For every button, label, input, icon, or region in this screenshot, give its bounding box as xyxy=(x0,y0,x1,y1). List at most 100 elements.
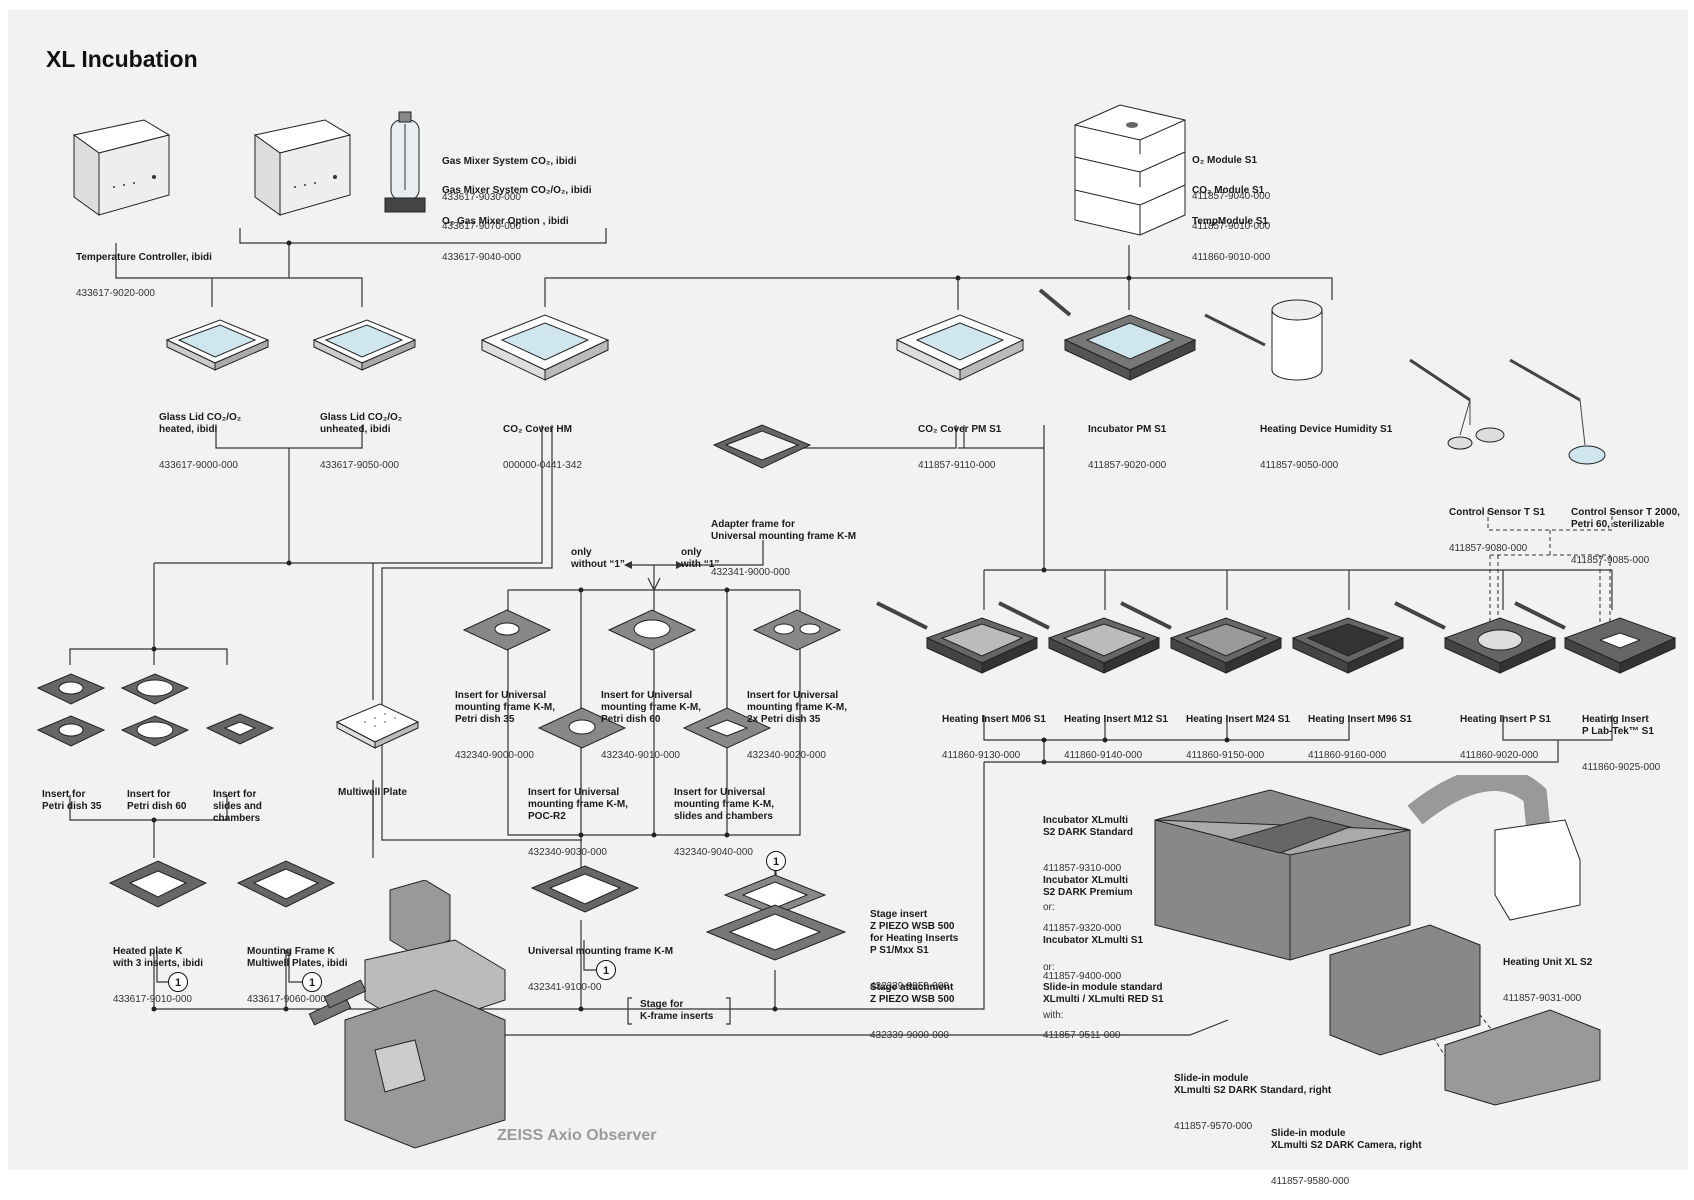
component-name: Insert for Petri dish 35 xyxy=(42,789,102,812)
part-number: 432340-9000-000 xyxy=(455,750,534,761)
part-number: 432340-9030-000 xyxy=(528,847,607,858)
page-title: XL Incubation xyxy=(46,46,198,72)
part-number: 411857-9031-000 xyxy=(1503,993,1582,1004)
part-number: 432339-9050-000 xyxy=(870,981,949,992)
insert-km-petri60-label: Insert for Universal mounting frame K-M,… xyxy=(601,666,701,774)
component-name: Slide-in module XLmulti S2 DARK Camera, … xyxy=(1271,1128,1422,1151)
part-number: 411860-9020-000 xyxy=(1460,750,1539,761)
multiwell-plate-illustration xyxy=(335,703,420,749)
temperature-controller-illustration xyxy=(72,119,171,216)
component-name: Multiwell Plate xyxy=(338,787,407,798)
component-name: Insert for Universal mounting frame K-M,… xyxy=(528,787,628,822)
slidein-standard-s1-label: Slide-in module standard XLmulti / XLmul… xyxy=(1043,958,1164,1054)
component-name: Insert for Universal mounting frame K-M,… xyxy=(601,690,701,725)
component-name: Stage attachment Z PIEZO WSB 500 xyxy=(870,982,955,1005)
part-number: 433617-9030-000 xyxy=(442,192,521,203)
part-number: 411857-9110-000 xyxy=(918,460,996,471)
only-with-label: only with “1” xyxy=(681,547,720,570)
adapter-frame-illustration xyxy=(712,424,812,469)
part-number: 432341-9100-00 xyxy=(528,982,602,993)
part-number: 411857-9040-000 xyxy=(1192,191,1271,202)
component-name: CO₂ Cover HM xyxy=(503,424,572,435)
heating-insert-plabtek-label: Heating Insert P Lab-Tek™ S1 411860-9025… xyxy=(1582,690,1660,786)
part-number: 433617-9000-000 xyxy=(159,460,238,471)
part-number: 411860-9130-000 xyxy=(942,750,1021,761)
temp-module-label: TempModule S1 411860-9010-000 xyxy=(1192,192,1270,276)
incubator-pm-label: Incubator PM S1 411857-9020-000 xyxy=(1088,400,1166,484)
part-number: 432341-9000-000 xyxy=(711,567,790,578)
component-name: Stage insert Z PIEZO WSB 500 for Heating… xyxy=(870,909,959,956)
gas-mixer-1-label: Gas Mixer System CO₂, ibidi 433617-9030-… xyxy=(442,132,577,216)
part-number: 411860-9160-000 xyxy=(1308,750,1387,761)
incubator-xlmulti-standard-label: Incubator XLmulti S2 DARK Standard 41185… xyxy=(1043,791,1133,926)
component-name: Incubator XLmulti S1 xyxy=(1043,935,1144,946)
stage-attachment-label: Stage attachment Z PIEZO WSB 500 432339-… xyxy=(870,958,954,1054)
component-name: Heating Insert P S1 xyxy=(1460,714,1551,725)
component-name: O₂ Gas Mixer Option , ibidi xyxy=(442,216,569,227)
component-name: Gas Mixer System CO₂/O₂, ibidi xyxy=(442,185,592,196)
separator-text: with: xyxy=(1043,1010,1064,1021)
heating-insert-m12-label: Heating Insert M12 S1 411860-9140-000 xyxy=(1064,690,1168,774)
module-stack-illustration xyxy=(1074,104,1186,236)
gas-mixer-illustration xyxy=(253,119,352,216)
heated-plate-k-illustration xyxy=(108,860,208,908)
microscope-illustration xyxy=(308,880,506,1149)
adapter-frame-label: Adapter frame for Universal mounting fra… xyxy=(711,495,856,591)
component-name: Heating Device Humidity S1 xyxy=(1260,424,1393,435)
component-name: Insert for Universal mounting frame K-M,… xyxy=(674,787,774,822)
heating-insert-plabtek-illustration xyxy=(1514,601,1677,674)
insert-km-petri35-illustration xyxy=(462,609,552,651)
mounting-frame-k-label: Mounting Frame K Multiwell Plates, ibidi… xyxy=(247,922,348,1018)
component-name: Heating Unit XL S2 xyxy=(1503,957,1593,968)
component-name: Incubator XLmulti S2 DARK Premium xyxy=(1043,875,1133,898)
insert-slides-k-label: Insert for slides and chambers xyxy=(213,765,262,837)
insert-km-2xpetri35-illustration xyxy=(752,609,842,651)
component-name: TempModule S1 xyxy=(1192,216,1268,227)
part-number: 433617-9040-000 xyxy=(442,252,521,263)
part-number: 411857-9010-000 xyxy=(1192,221,1271,232)
part-number: 433617-9050-000 xyxy=(320,460,399,471)
insert-petri60-k-label: Insert for Petri dish 60 xyxy=(127,765,186,825)
o2-module-label: O₂ Module S1 411857-9040-000 xyxy=(1192,131,1270,215)
control-sensor-t2000-illustration xyxy=(1509,358,1606,465)
stage-insert-label: Stage insert Z PIEZO WSB 500 for Heating… xyxy=(870,885,958,1005)
part-number: 411860-9025-000 xyxy=(1582,762,1661,773)
insert-km-2xpetri35-label: Insert for Universal mounting frame K-M,… xyxy=(747,666,847,774)
multiwell-plate-label: Multiwell Plate xyxy=(338,763,407,811)
gas-mixer-2-label: Gas Mixer System CO₂/O₂, ibidi 433617-90… xyxy=(442,161,592,245)
incubator-xlmulti-illustration xyxy=(1154,775,1601,1106)
note-badge: 1 xyxy=(596,960,616,980)
universal-frame-km-label: Universal mounting frame K-M 432341-9100… xyxy=(528,922,673,1006)
control-sensor-t-label: Control Sensor T S1 411857-9080-000 xyxy=(1449,483,1545,567)
part-number: 433617-9060-000 xyxy=(247,994,326,1005)
part-number: 411857-9511-000 xyxy=(1043,1030,1121,1041)
part-number: 433617-9010-000 xyxy=(113,994,192,1005)
component-name: Heating Insert M24 S1 xyxy=(1186,714,1290,725)
insert-km-slides-illustration xyxy=(682,707,772,749)
component-name: Insert for slides and chambers xyxy=(213,789,262,824)
temperature-controller-label: Temperature Controller, ibidi 433617-902… xyxy=(76,228,212,312)
co2-cover-pm-label: CO₂ Cover PM S1 411857-9110-000 xyxy=(918,400,1001,484)
component-name: Insert for Petri dish 60 xyxy=(127,789,187,812)
glass-lid-heated-illustration xyxy=(165,319,270,371)
component-name: Adapter frame for Universal mounting fra… xyxy=(711,519,857,542)
glass-lid-unheated-label: Glass Lid CO₂/O₂ unheated, ibidi 433617-… xyxy=(320,388,402,484)
heating-insert-m06-illustration xyxy=(876,601,1039,674)
part-number: 411857-9020-000 xyxy=(1088,460,1167,471)
insert-km-slides-label: Insert for Universal mounting frame K-M,… xyxy=(674,763,774,871)
heating-insert-m06-label: Heating Insert M06 S1 411860-9130-000 xyxy=(942,690,1046,774)
insert-km-pocr2-illustration xyxy=(537,707,627,749)
heating-humidity-label: Heating Device Humidity S1 411857-9050-0… xyxy=(1260,400,1392,484)
slidein-standard-right-label: Slide-in module XLmulti S2 DARK Standard… xyxy=(1174,1049,1331,1145)
part-number: 432340-9020-000 xyxy=(747,750,826,761)
stage-for-k-frame-label: Stage for K-frame inserts xyxy=(640,999,714,1022)
control-sensor-t2000-label: Control Sensor T 2000, Petri 60, sterili… xyxy=(1571,483,1680,579)
insert-petri35-k-illustration xyxy=(36,673,106,747)
component-name: Gas Mixer System CO₂, ibidi xyxy=(442,156,577,167)
glass-lid-unheated-illustration xyxy=(312,319,417,371)
insert-petri60-k-illustration xyxy=(120,673,190,747)
glass-lid-heated-label: Glass Lid CO₂/O₂ heated, ibidi 433617-90… xyxy=(159,388,241,484)
component-name: Heating Insert M06 S1 xyxy=(942,714,1046,725)
part-number: 000000-0441-342 xyxy=(503,460,582,471)
